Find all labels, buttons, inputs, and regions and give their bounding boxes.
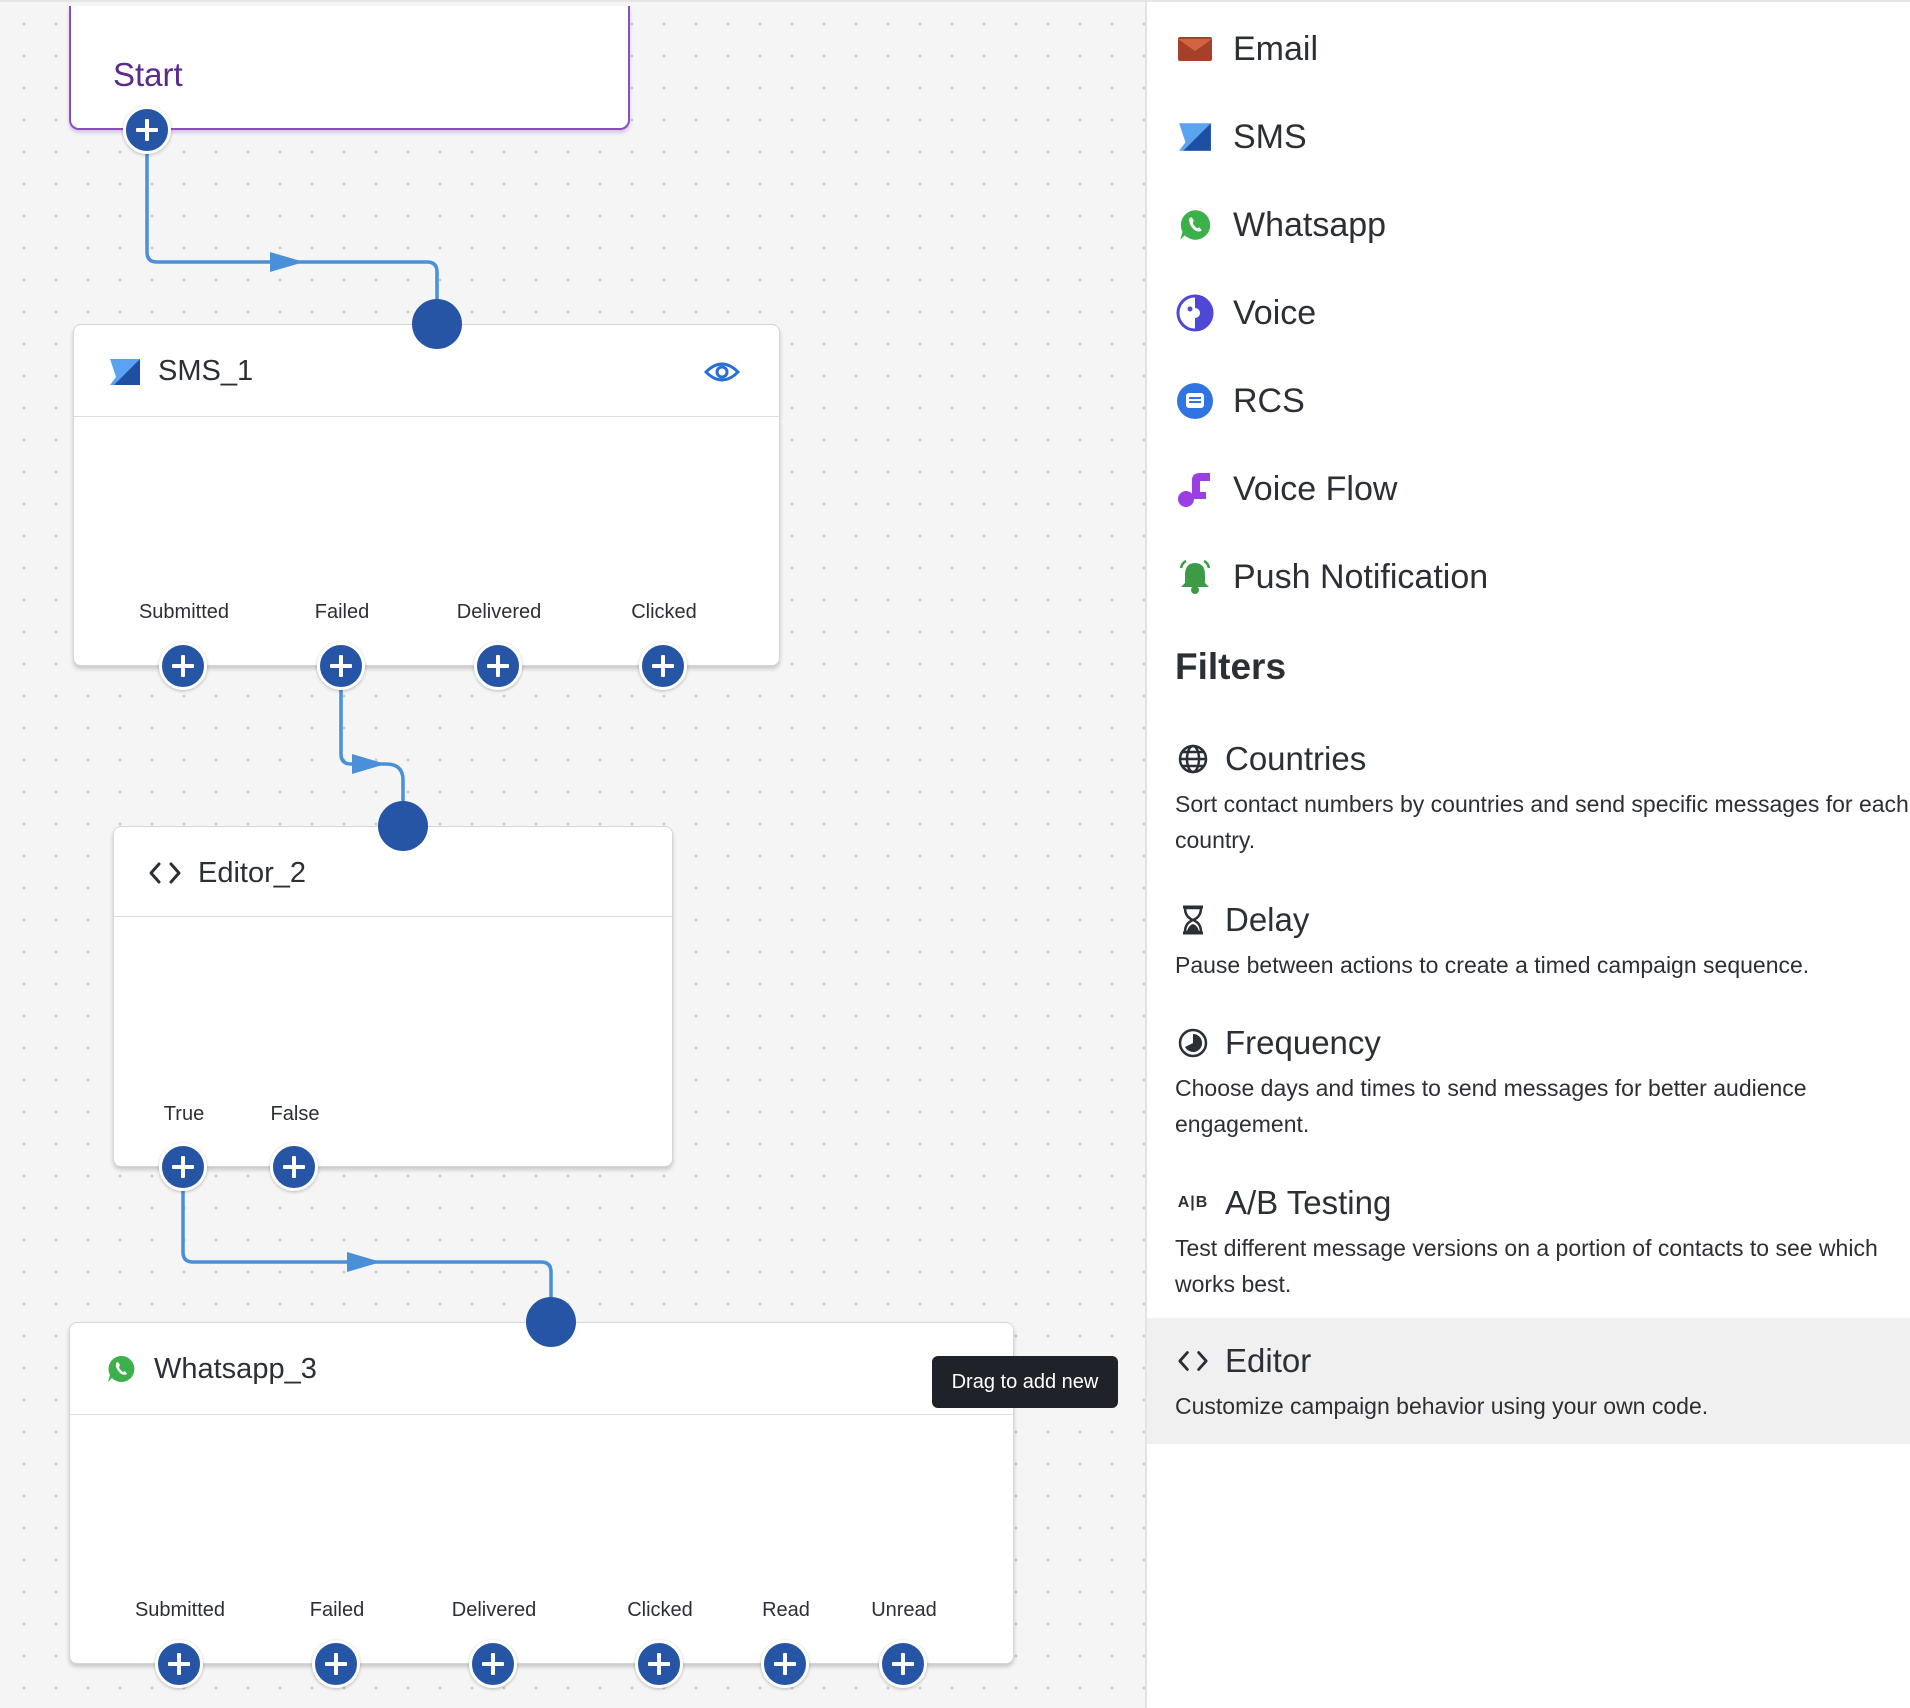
output-label-clicked: Clicked [627, 1599, 693, 1621]
filter-title: Delay [1225, 901, 1310, 938]
output-label-failed: Failed [309, 1599, 365, 1621]
filter-item-frequency[interactable]: Frequency Choose days and times to send … [1147, 1020, 1910, 1142]
output-label-false: False [270, 1103, 320, 1125]
sms-add-delivered-button[interactable] [474, 642, 522, 690]
filter-description: Pause between actions to create a timed … [1175, 952, 1810, 978]
channel-item-whatsapp[interactable]: Whatsapp [1175, 200, 1386, 250]
whatsapp-node-title: Whatsapp_3 [154, 1353, 317, 1385]
filter-item-ab-testing[interactable]: A|B A/B Testing Test different message v… [1147, 1180, 1910, 1302]
connection-start-sms [145, 130, 439, 324]
ab-icon: A|B [1175, 1185, 1211, 1221]
output-label-read: Read [762, 1599, 810, 1621]
code-icon [1175, 1343, 1211, 1379]
whatsapp-add-delivered-button[interactable] [469, 1640, 517, 1688]
output-label-clicked: Clicked [631, 601, 697, 623]
arrowhead [270, 252, 304, 272]
filter-title: Editor [1225, 1342, 1312, 1379]
editor-add-false-button[interactable] [270, 1143, 318, 1191]
frequency-icon [1175, 1025, 1211, 1061]
channel-item-sms[interactable]: SMS [1175, 112, 1307, 162]
rcs-icon [1175, 381, 1215, 421]
flow-canvas[interactable]: Start SMS_1 Submitted Failed Delivered C… [0, 0, 1145, 1708]
editor-node[interactable]: Editor_2 True False [113, 826, 673, 1167]
voice-icon [1175, 293, 1215, 333]
start-node[interactable]: Start [69, 6, 630, 130]
output-label-submitted: Submitted [134, 1599, 226, 1621]
sms-icon [1175, 117, 1215, 157]
whatsapp-add-unread-button[interactable] [879, 1640, 927, 1688]
whatsapp-icon [108, 1355, 135, 1382]
channel-label: Voice Flow [1233, 469, 1398, 508]
whatsapp-node[interactable]: Whatsapp_3 Submitted Failed Delivered Cl… [69, 1322, 1014, 1664]
filter-item-delay[interactable]: Delay Pause between actions to create a … [1147, 897, 1910, 983]
channel-label: RCS [1233, 381, 1305, 420]
sms-node[interactable]: SMS_1 Submitted Failed Delivered Clicked [73, 324, 780, 666]
editor-node-header: Editor_2 [114, 827, 672, 917]
filter-description: Test different message versions on a por… [1175, 1235, 1878, 1297]
filter-item-countries[interactable]: Countries Sort contact numbers by countr… [1147, 736, 1910, 858]
canvas-top-border [0, 0, 1145, 6]
arrowhead [352, 754, 386, 774]
code-icon [149, 862, 181, 884]
filter-title: Frequency [1225, 1024, 1381, 1061]
sms-icon [110, 359, 140, 385]
email-icon [1175, 29, 1215, 69]
output-label-delivered: Delivered [451, 1599, 537, 1621]
sms-add-clicked-button[interactable] [639, 642, 687, 690]
whatsapp-node-header: Whatsapp_3 [70, 1323, 1013, 1415]
filter-description: Customize campaign behavior using your o… [1175, 1393, 1709, 1419]
filter-description: Choose days and times to send messages f… [1175, 1075, 1807, 1137]
whatsapp-add-submitted-button[interactable] [155, 1640, 203, 1688]
sms-input-port[interactable] [412, 299, 462, 349]
channel-item-email[interactable]: Email [1175, 24, 1318, 74]
editor-input-port[interactable] [378, 801, 428, 851]
sms-add-submitted-button[interactable] [159, 642, 207, 690]
ab-icon-text: A|B [1177, 1194, 1209, 1211]
start-add-button[interactable] [123, 106, 171, 154]
whatsapp-icon [1175, 205, 1215, 245]
channel-item-voice[interactable]: Voice [1175, 288, 1316, 338]
channel-item-voice-flow[interactable]: Voice Flow [1175, 464, 1397, 514]
channel-label: Voice [1233, 293, 1317, 332]
eye-icon[interactable] [704, 359, 740, 385]
output-label-delivered: Delivered [456, 601, 542, 623]
filter-description: Sort contact numbers by countries and se… [1175, 791, 1909, 853]
editor-node-title: Editor_2 [198, 857, 307, 889]
whatsapp-input-port[interactable] [526, 1297, 576, 1347]
channel-label: Push Notification [1233, 557, 1489, 596]
drag-tooltip: Drag to add new [932, 1356, 1118, 1408]
channel-label: SMS [1233, 117, 1307, 156]
editor-add-true-button[interactable] [159, 1143, 207, 1191]
arrowhead [347, 1252, 381, 1272]
output-label-submitted: Submitted [138, 601, 230, 623]
sms-add-failed-button[interactable] [317, 642, 365, 690]
components-panel: Email SMS Whatsapp Voice RCS Voice Flow [1145, 0, 1910, 1708]
filter-title: A/B Testing [1225, 1184, 1392, 1221]
connection-editor-whatsapp [181, 1167, 553, 1322]
bell-icon [1175, 557, 1215, 597]
start-node-title: Start [113, 56, 183, 93]
voice-flow-icon [1175, 469, 1215, 509]
whatsapp-add-failed-button[interactable] [312, 1640, 360, 1688]
channel-item-push-notification[interactable]: Push Notification [1175, 552, 1488, 602]
sms-node-title: SMS_1 [158, 355, 254, 387]
whatsapp-add-read-button[interactable] [761, 1640, 809, 1688]
channel-label: Whatsapp [1233, 205, 1387, 244]
panel-top-border [1147, 0, 1910, 2]
globe-icon [1175, 741, 1211, 777]
channel-item-rcs[interactable]: RCS [1175, 376, 1305, 426]
channel-label: Email [1233, 29, 1319, 68]
filter-title: Countries [1225, 740, 1367, 777]
filters-heading: Filters [1175, 646, 1287, 687]
whatsapp-add-clicked-button[interactable] [635, 1640, 683, 1688]
filter-item-editor[interactable]: Editor Customize campaign behavior using… [1147, 1318, 1910, 1444]
connections-layer [145, 130, 553, 1322]
sms-node-header: SMS_1 [74, 325, 779, 417]
output-label-failed: Failed [314, 601, 370, 623]
output-label-unread: Unread [871, 1599, 937, 1621]
hourglass-icon [1175, 902, 1211, 938]
output-label-true: True [163, 1103, 205, 1125]
